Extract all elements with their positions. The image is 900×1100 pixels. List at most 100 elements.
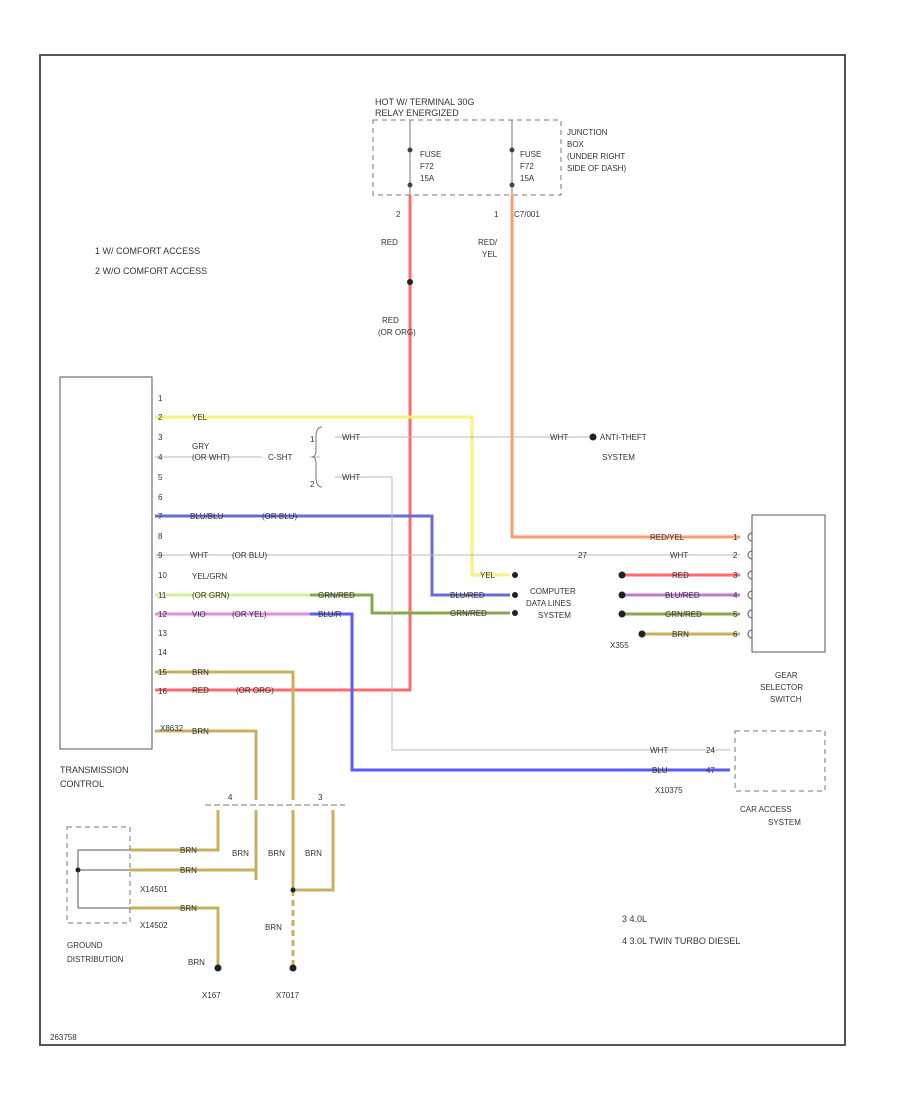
tcm-pin-14: 14: [158, 648, 167, 657]
fuse-header-1: HOT W/ TERMINAL 30G: [375, 97, 474, 107]
gear-pin-socket: [747, 590, 753, 600]
tcm-pin-16: 16: [158, 687, 167, 696]
tcm-pin-1: 1: [158, 394, 163, 403]
gear-pin-socket: [747, 570, 753, 580]
label-blu-b: BLU/R: [318, 610, 342, 619]
car-access-label-1: CAR ACCESS: [740, 805, 792, 814]
ground-conn-1: X14501: [140, 885, 168, 894]
gear-pin-4: 4: [733, 591, 738, 600]
ground-label-x7017: X7017: [276, 991, 300, 1000]
car-access-label-2: SYSTEM: [768, 818, 801, 827]
engine-note-3: 3 4.0L: [622, 914, 647, 924]
splice-label: C-SHT: [268, 453, 293, 462]
fuse-connector: C7/001: [514, 210, 540, 219]
tcm-connector: X8632: [160, 724, 184, 733]
gear-selector-label-3: SWITCH: [770, 695, 802, 704]
label-whi-grey-alt: (OR BLU): [232, 551, 267, 560]
label-wht-car: WHT: [650, 746, 668, 755]
car-access-pin-24: 24: [706, 746, 715, 755]
label-ref-27: 27: [578, 551, 587, 560]
gear-pin-socket: [747, 532, 753, 542]
wire-brown-g3: [130, 906, 220, 968]
gear-selector-label-1: GEAR: [775, 671, 798, 680]
label-grn-red-a: GRN/RED: [318, 591, 355, 600]
data-lines-label-3: SYSTEM: [538, 611, 571, 620]
wire-brown-g1: [130, 810, 220, 852]
gear-selector-box: [751, 514, 826, 653]
tcm-pin-8: 8: [158, 532, 163, 541]
label-brn-mid1: BRN: [232, 849, 249, 858]
wire-bright-blue: [310, 612, 730, 772]
label-brn-g1: BRN: [180, 846, 197, 855]
anti-theft-label-1: ANTI-THEFT: [600, 433, 647, 442]
red-wire-dot: [407, 279, 413, 285]
splice-pin-a: 4: [228, 793, 233, 802]
right-grn-terminal: [618, 610, 626, 618]
note-2: 2 W/O COMFORT ACCESS: [95, 266, 207, 276]
label-wht-top: WHT: [342, 433, 360, 442]
label-wht-mid: WHT: [342, 473, 360, 482]
tcm-pin-5: 5: [158, 473, 163, 482]
fuse-a-dot-top: [407, 147, 413, 153]
ground-x7017: [289, 964, 297, 972]
gear-pin-3: 3: [733, 571, 738, 580]
gear-pin-socket: [747, 609, 753, 619]
fuse-b-dot-bottom: [509, 182, 515, 188]
fuse-a-label: FUSE: [420, 150, 441, 159]
label-yel-grn-alt: (OR GRN): [192, 591, 230, 600]
gear-pin-socket: [747, 550, 753, 560]
label-gry: GRY: [192, 442, 210, 451]
tcm-pin-15: 15: [158, 668, 167, 677]
data-blu-terminal: [512, 592, 518, 598]
label-blu-mid: BLU/RED: [450, 591, 485, 600]
car-access-system: WHT BLU 24 47 X10375 CAR ACCESS SYSTEM: [650, 730, 826, 827]
label-brn-r: BRN: [672, 630, 689, 639]
fuse-pin-right: 1: [494, 210, 499, 219]
tcm-pin-10: 10: [158, 571, 167, 580]
label-red-bottom-alt: (OR ORG): [236, 686, 274, 695]
label-brn-g2: BRN: [180, 866, 197, 875]
wire-grn-red-left: [310, 593, 510, 615]
fuse-a-amp: 15A: [420, 174, 435, 183]
ground-conn-2: X14502: [140, 921, 168, 930]
label-wht-top-right: WHT: [550, 433, 568, 442]
label-gry-alt: (OR WHT): [192, 453, 230, 462]
wire-yellow: [155, 415, 510, 577]
fuse-b-amp: 15A: [520, 174, 535, 183]
junction-label-1: JUNCTION: [567, 128, 608, 137]
label-brn-mid2: BRN: [268, 849, 285, 858]
tcm-pin-13: 13: [158, 629, 167, 638]
wires: [130, 195, 740, 968]
engine-note-4: 4 3.0L TWIN TURBO DIESEL: [622, 936, 740, 946]
tcm-pin-3: 3: [158, 433, 163, 442]
junction-label-3: (UNDER RIGHT: [567, 152, 625, 161]
gear-pin-5: 5: [733, 610, 738, 619]
splice-bracket: [311, 426, 323, 488]
ground-dist-box: [66, 826, 131, 924]
label-brn1: BRN: [192, 668, 209, 677]
label-grn-r: GRN/RED: [665, 610, 702, 619]
splice-pin-b: 3: [318, 793, 323, 802]
junction-box-outline: [372, 119, 562, 196]
label-blu-r: BLU/RED: [665, 591, 700, 600]
label-vio: VIO: [192, 610, 206, 619]
label-grn-red-b: GRN/RED: [450, 609, 487, 618]
car-access-connector: X10375: [655, 786, 683, 795]
right-brn-terminal: [638, 630, 646, 638]
label-brn-mid3: BRN: [305, 849, 322, 858]
gear-pin-1: 1: [733, 533, 738, 542]
fuse-pin-left: 2: [396, 210, 401, 219]
tcm-pin-9: 9: [158, 551, 163, 560]
fuse-block: HOT W/ TERMINAL 30G RELAY ENERGIZED FUSE…: [372, 97, 626, 219]
junction-label-4: SIDE OF DASH): [567, 164, 626, 173]
tcm-pin-12: 12: [158, 610, 167, 619]
tcm-box: [59, 376, 153, 750]
label-red-bottom: RED: [192, 686, 209, 695]
tcm-label-2: CONTROL: [60, 779, 104, 789]
fuse-header-2: RELAY ENERGIZED: [375, 108, 459, 118]
label-brn-g3: BRN: [180, 904, 197, 913]
wire-white-car: [335, 476, 730, 751]
